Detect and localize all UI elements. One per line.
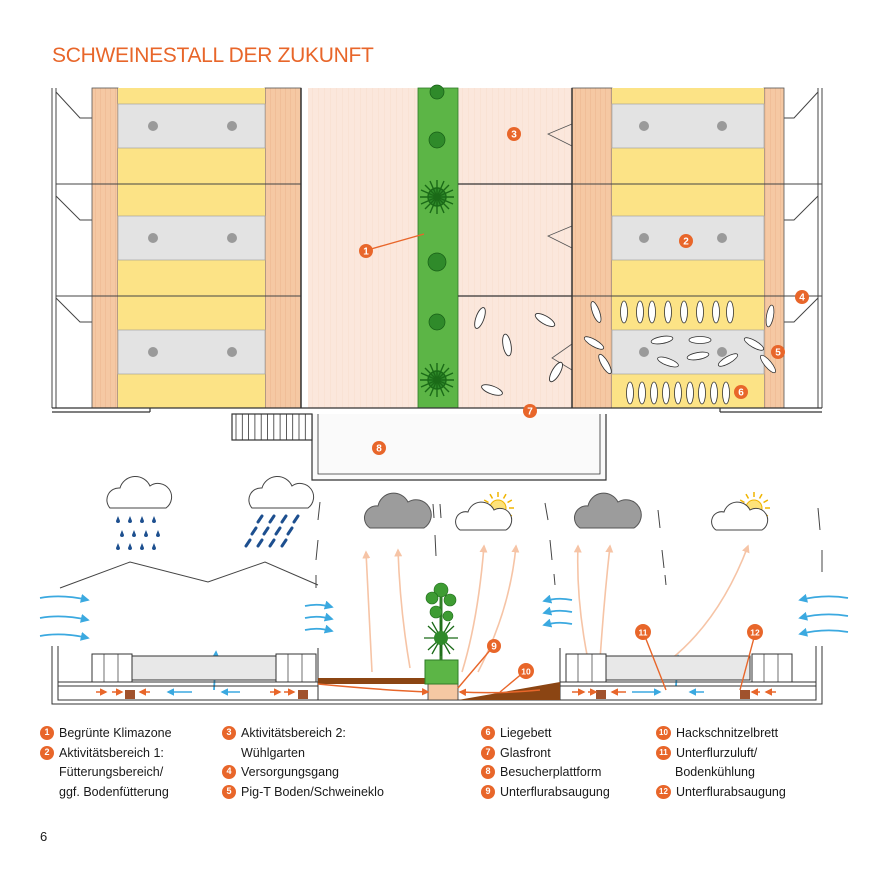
plant-icon	[424, 582, 459, 685]
legend-number: 7	[481, 745, 495, 760]
outer-wall-left	[51, 88, 92, 408]
glass-front	[52, 407, 822, 413]
marker-11: 11	[635, 624, 651, 640]
legend-text-continuation: Fütterungsbereich/	[59, 765, 164, 779]
legend-item-2: 2 Aktivitätsbereich 1:	[40, 744, 172, 764]
legend-text: Glasfront	[500, 745, 551, 760]
legend-text-continuation: Wühlgarten	[241, 745, 305, 760]
visitor-platform	[231, 413, 607, 481]
legend-text: Liegebett	[500, 726, 552, 740]
marker-12: 12	[747, 624, 763, 640]
legend-item-11: 11 Unterflurzuluft/	[656, 744, 786, 764]
marker-1: 1	[359, 244, 373, 258]
cloud-heavy-rain-icon	[244, 476, 315, 548]
marker-3: 3	[507, 127, 521, 141]
legend-text: Begrünte Klimazone	[59, 726, 172, 740]
marker-8: 8	[372, 441, 386, 455]
plant-icon	[427, 84, 447, 331]
marker-5: 5	[771, 345, 785, 359]
legend-column-4: 10 Hackschnitzelbrett 11 Unterflurzuluft/Bo…	[656, 724, 786, 802]
plant-icon	[420, 180, 454, 397]
legend-number: 11	[656, 745, 671, 760]
svg-text:7: 7	[527, 407, 533, 418]
marker-6: 6	[734, 385, 748, 399]
legend-number: 4	[222, 765, 236, 779]
legend-text: Unterflurabsaugung	[500, 784, 610, 799]
cloud-sun-icon	[455, 492, 770, 531]
legend-text-continuation: Bodenkühlung	[675, 765, 755, 779]
legend-item-1: 1 Begrünte Klimazone	[40, 724, 172, 744]
legend-number: 6	[481, 726, 495, 740]
legend-item-12: 12 Unterflurabsaugung	[656, 783, 786, 803]
marker-7: 7	[523, 404, 537, 418]
legend-number: 1	[40, 726, 54, 740]
pig-icon	[626, 381, 730, 405]
pig-icon	[620, 300, 734, 324]
legend-number: 10	[656, 726, 671, 740]
legend-text-continuation: ggf. Bodenfütterung	[59, 784, 169, 799]
right-pen-block	[571, 87, 822, 409]
pig-icon	[583, 301, 776, 375]
legend-item-9: 9 Unterflurabsaugung	[481, 783, 610, 803]
svg-text:6: 6	[738, 388, 744, 399]
svg-text:1: 1	[363, 247, 369, 258]
section-view	[39, 476, 849, 705]
legend-column-1: 1 Begrünte Klimazone 2 Aktivitätsbereich 1:…	[40, 724, 172, 802]
svg-text:4: 4	[799, 293, 805, 304]
legend-item-5: 5 Pig-T Boden/Schweineklo	[222, 783, 384, 803]
legend-item-10: 10 Hackschnitzelbrett	[656, 724, 786, 744]
center-zone	[308, 84, 573, 409]
plan-view	[51, 84, 823, 481]
pig-icon	[474, 307, 563, 396]
svg-text:12: 12	[750, 628, 760, 638]
legend-number: 3	[222, 726, 236, 740]
legend-item-3: 3 Aktivitätsbereich 2:	[222, 724, 384, 744]
legend-text: Unterflurzuluft/	[676, 745, 758, 760]
legend-number: 12	[656, 784, 671, 799]
legend-item-8: 8 Besucherplattform	[481, 763, 610, 783]
legend-text: Aktivitätsbereich 2:	[241, 726, 346, 740]
legend-text: Versorgungsgang	[241, 765, 339, 779]
legend-number: 2	[40, 745, 54, 760]
svg-text:3: 3	[511, 130, 517, 141]
legend-text: Besucherplattform	[500, 765, 602, 779]
outer-wall-right	[784, 88, 823, 408]
svg-text:2: 2	[683, 237, 689, 248]
marker-10: 10	[518, 663, 534, 679]
legend-number: 9	[481, 784, 495, 799]
svg-text:11: 11	[639, 628, 648, 638]
wood-chip-board	[317, 678, 560, 701]
legend-item-4: 4 Versorgungsgang	[222, 763, 384, 783]
cloud-icon	[364, 492, 642, 529]
page-title: SCHWEINESTALL DER ZUKUNFT	[52, 44, 374, 67]
legend-item-7: 7 Glasfront	[481, 744, 610, 764]
svg-text:8: 8	[376, 444, 382, 455]
legend-text: Aktivitätsbereich 1:	[59, 745, 164, 760]
svg-text:5: 5	[775, 348, 781, 359]
page-number: 6	[40, 829, 48, 844]
legend-number: 5	[222, 784, 236, 799]
svg-text:10: 10	[521, 667, 531, 677]
section-building	[51, 646, 823, 705]
legend-text: Unterflurabsaugung	[676, 784, 786, 799]
marker-4: 4	[795, 290, 809, 304]
legend-number: 8	[481, 765, 495, 779]
legend-text: Pig-T Boden/Schweineklo	[241, 784, 384, 799]
legend-column-2: 3 Aktivitätsbereich 2: Wühlgarten 4 Versorgu…	[222, 724, 384, 802]
marker-2: 2	[679, 234, 693, 248]
marker-9: 9	[487, 639, 501, 653]
left-pen-block	[56, 87, 302, 409]
cloud-rain-icon	[106, 476, 173, 550]
legend-item-6: 6 Liegebett	[481, 724, 610, 744]
legend-text: Hackschnitzelbrett	[676, 726, 779, 740]
svg-text:9: 9	[491, 642, 497, 653]
